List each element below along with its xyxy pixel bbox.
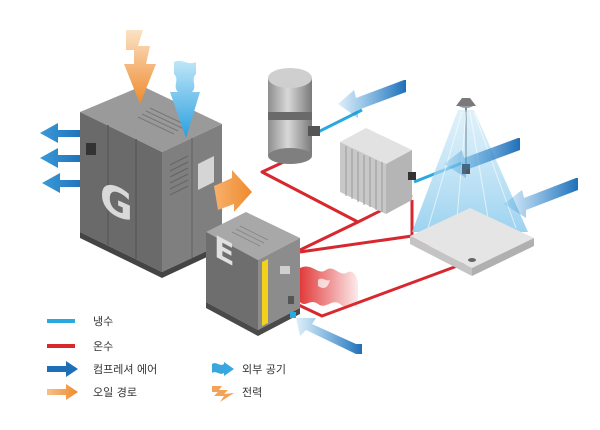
legend-item-hot-water: 온수 bbox=[83, 336, 113, 356]
legend-item-compressed-air: 컴프레셔 에어 bbox=[83, 359, 157, 379]
legend-item-cold-water: 냉수 bbox=[83, 311, 113, 331]
legend-swatches bbox=[47, 319, 234, 402]
cold-water-input-arrow bbox=[296, 318, 362, 354]
radiator-cold-water-arrow bbox=[444, 138, 520, 178]
radiator bbox=[340, 128, 416, 214]
oil-path-arrow bbox=[214, 170, 252, 212]
air-compressor-unit: G bbox=[80, 86, 222, 278]
legend-label-oil-path: 오일 경로 bbox=[93, 386, 137, 399]
compressed-air-arrows bbox=[40, 123, 86, 193]
water-tank bbox=[268, 68, 320, 164]
shower bbox=[410, 98, 534, 276]
external-air-arrow bbox=[170, 60, 200, 138]
legend-label-external-air: 외부 공기 bbox=[242, 363, 286, 376]
energy-recovery-unit: E bbox=[206, 212, 300, 336]
legend-item-oil-path: 오일 경로 bbox=[83, 382, 137, 402]
legend-label-power: 전력 bbox=[242, 386, 263, 399]
legend-label-cold-water: 냉수 bbox=[93, 315, 114, 328]
legend-item-external-air: 외부 공기 bbox=[232, 359, 286, 379]
power-input-arrow bbox=[124, 30, 156, 104]
recovery-unit-label: E bbox=[214, 228, 235, 274]
hot-air-exhaust bbox=[300, 266, 358, 308]
legend-item-power: 전력 bbox=[232, 382, 262, 402]
legend-label-compressed-air: 컴프레셔 에어 bbox=[93, 363, 158, 376]
tank-cold-water-arrow bbox=[338, 80, 406, 118]
legend-label-hot-water: 온수 bbox=[93, 340, 114, 353]
shower-cold-water-arrow bbox=[504, 178, 578, 218]
